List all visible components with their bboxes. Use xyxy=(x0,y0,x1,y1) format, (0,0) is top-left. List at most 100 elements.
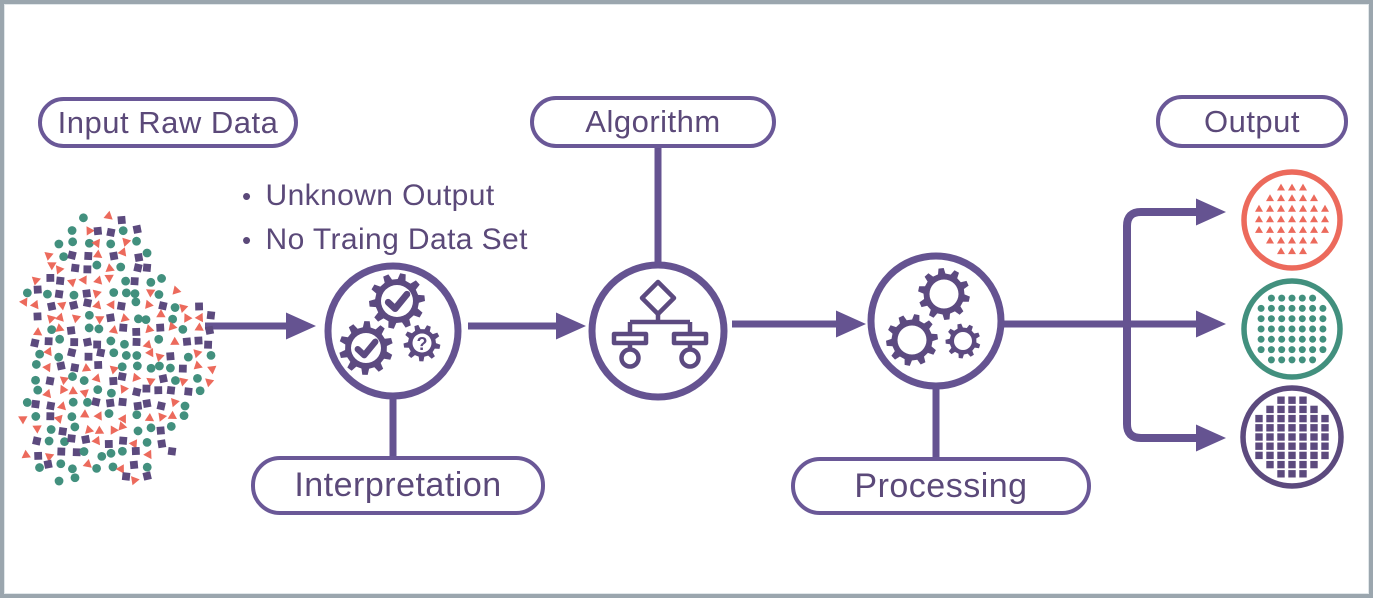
scatter-triangle xyxy=(31,276,41,286)
scatter-dot xyxy=(92,260,102,270)
marker-triangle xyxy=(1288,215,1296,223)
gear-plain-large xyxy=(918,268,970,320)
scatter-triangle xyxy=(128,439,138,449)
scatter-dot xyxy=(121,276,131,286)
scatter-square xyxy=(82,289,92,298)
marker-square xyxy=(1255,442,1263,450)
marker-triangle xyxy=(1288,204,1296,212)
marker-square xyxy=(1266,405,1274,414)
scatter-dot xyxy=(165,363,175,373)
scatter-triangle xyxy=(168,321,178,331)
marker-square xyxy=(1277,405,1285,414)
scatter-dot xyxy=(106,448,116,458)
marker-dot xyxy=(1319,346,1327,354)
scatter-triangle xyxy=(68,386,78,395)
marker-dot xyxy=(1278,346,1286,354)
marker-triangle xyxy=(1299,236,1307,244)
marker-square xyxy=(1310,460,1318,469)
marker-dot xyxy=(1288,315,1296,323)
scatter-square xyxy=(132,327,141,336)
branch-arrowhead-top xyxy=(1196,198,1226,226)
marker-dot xyxy=(1278,356,1286,364)
gears-with-checkmarks-and-question-icon: ? xyxy=(339,273,441,375)
scatter-square xyxy=(106,313,116,323)
scatter-square xyxy=(157,439,167,449)
scatter-square xyxy=(166,385,176,395)
scatter-triangle xyxy=(82,459,92,468)
scatter-square xyxy=(118,436,128,445)
marker-triangle xyxy=(1288,226,1296,233)
scatter-triangle xyxy=(207,365,217,375)
scatter-triangle xyxy=(81,363,92,372)
output-cluster-triangles xyxy=(1241,169,1343,271)
scatter-triangle xyxy=(120,313,130,323)
scatter-square xyxy=(158,301,168,311)
scatter-dot xyxy=(106,336,116,346)
scatter-dot xyxy=(168,314,178,324)
scatter-triangle xyxy=(91,435,100,446)
scatter-square xyxy=(206,311,216,320)
marker-dot xyxy=(1278,304,1286,312)
marker-dot xyxy=(1319,325,1327,333)
branch-rail xyxy=(1123,208,1196,442)
branch-arrowhead-middle xyxy=(1196,310,1226,338)
scatter-square xyxy=(94,360,103,369)
scatter-square xyxy=(72,448,81,457)
scatter-dot xyxy=(142,248,152,258)
marker-square xyxy=(1277,470,1285,478)
scatter-dot xyxy=(206,350,216,360)
marker-dot xyxy=(1257,335,1265,343)
scatter-dot xyxy=(178,324,188,334)
marker-square xyxy=(1277,414,1285,423)
scatter-square xyxy=(117,371,127,382)
marker-square xyxy=(1299,424,1307,432)
scatter-triangle xyxy=(80,409,90,418)
scatter-dot xyxy=(146,363,156,373)
marker-triangle xyxy=(1310,215,1318,223)
marker-dot xyxy=(1267,315,1275,323)
marker-square xyxy=(1255,414,1263,423)
marker-triangle xyxy=(1266,194,1274,202)
marker-square xyxy=(1288,451,1296,460)
scatter-dot xyxy=(22,398,32,407)
gear-check-large-body xyxy=(369,273,425,329)
scatter-triangle xyxy=(54,312,64,322)
scatter-dot xyxy=(131,297,141,307)
scatter-square xyxy=(119,323,128,332)
scatter-triangle xyxy=(93,411,102,421)
scatter-square xyxy=(142,471,152,481)
marker-triangle xyxy=(1321,204,1329,212)
node-processing-label: Processing xyxy=(854,466,1028,505)
scatter-triangle xyxy=(43,346,52,357)
marker-square xyxy=(1288,424,1296,432)
scatter-dot xyxy=(68,372,77,381)
scatter-triangle xyxy=(85,424,95,434)
scatter-square xyxy=(156,323,165,332)
marker-triangle xyxy=(1277,194,1285,202)
marker-dot xyxy=(1319,304,1327,312)
scatter-triangle xyxy=(132,372,142,382)
scatter-square xyxy=(178,364,187,373)
scatter-dot xyxy=(120,339,129,349)
scatter-triangle xyxy=(33,327,43,336)
scatter-dot xyxy=(54,239,64,249)
arrow-interpretation-to-algorithm xyxy=(468,312,586,340)
scatter-dot xyxy=(79,447,89,456)
scatter-dot xyxy=(183,352,193,362)
scatter-square xyxy=(44,337,53,346)
scatter-dot xyxy=(46,425,56,434)
scatter-triangle xyxy=(144,413,155,422)
scatter-triangle xyxy=(93,249,103,258)
marker-triangle xyxy=(1321,226,1329,233)
marker-dot xyxy=(1267,304,1275,312)
scatter-square xyxy=(46,301,57,312)
marker-square xyxy=(1288,396,1296,404)
scatter-square xyxy=(104,440,113,448)
scatter-square xyxy=(131,446,140,456)
marker-square xyxy=(1310,442,1318,450)
node-output: Output xyxy=(1156,95,1348,148)
decision-bar-left xyxy=(611,331,649,346)
scatter-dot xyxy=(56,459,66,469)
gear-plain-medium-body xyxy=(886,314,938,366)
scatter-dot xyxy=(130,289,140,299)
